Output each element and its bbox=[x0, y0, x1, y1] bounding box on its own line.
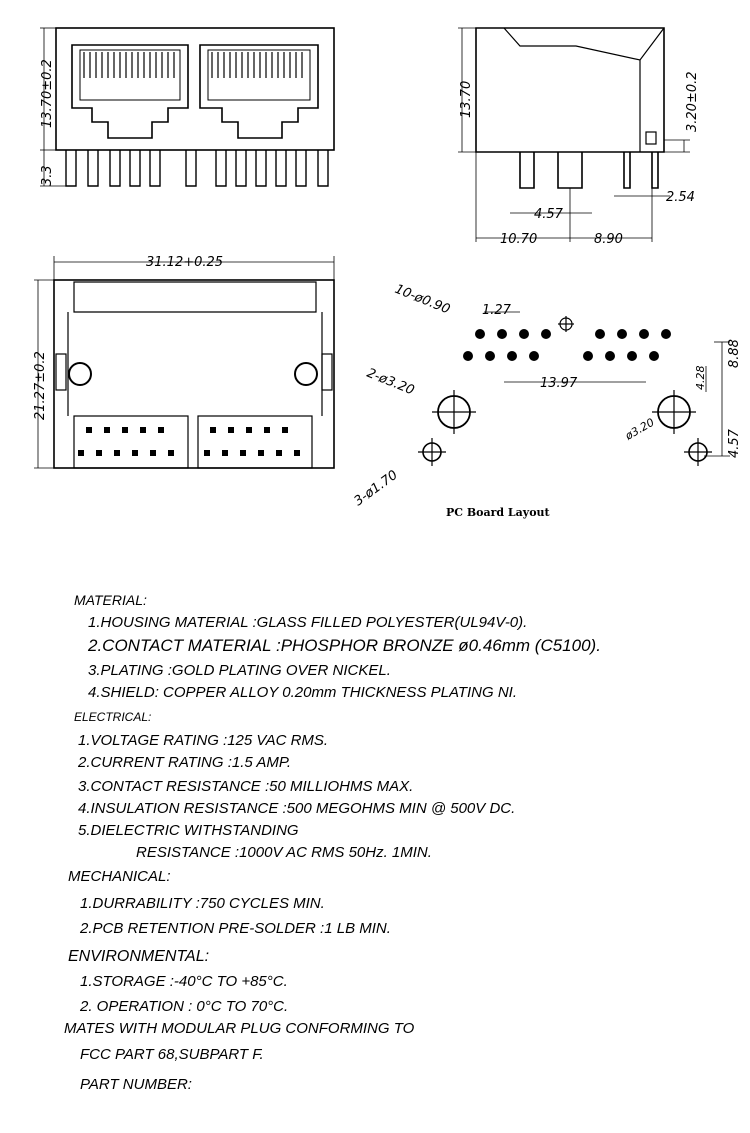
dim-side-b: 10.70 bbox=[500, 232, 537, 247]
front-view bbox=[40, 27, 335, 187]
spec-dielectric: 5.DIELECTRIC WITHSTANDING bbox=[78, 822, 299, 839]
spec-voltage: 1.VOLTAGE RATING :125 VAC RMS. bbox=[78, 732, 329, 749]
heading-electrical: ELECTRICAL: bbox=[74, 710, 152, 724]
spec-insulation: 4.INSULATION RESISTANCE :500 MEGOHMS MIN… bbox=[78, 800, 516, 817]
pcb-layout bbox=[418, 311, 730, 466]
dim-pcb-r: ø3.20 bbox=[622, 416, 656, 443]
dim-front-leg: 3.3 bbox=[40, 165, 55, 186]
dim-pcb-pitch: 1.27 bbox=[482, 303, 512, 318]
front-port-right bbox=[199, 44, 319, 139]
spec-retention: 2.PCB RETENTION PRE-SOLDER :1 LB MIN. bbox=[80, 920, 391, 937]
spec-contact-resistance: 3.CONTACT RESISTANCE :50 MILLIOHMS MAX. bbox=[78, 778, 414, 795]
dim-side-c: 8.90 bbox=[594, 232, 623, 247]
dim-pcb-span: 13.97 bbox=[540, 376, 578, 391]
dim-side-height: 13.70 bbox=[459, 81, 474, 118]
dim-side-pitch: 2.54 bbox=[666, 190, 695, 205]
spec-durability: 1.DURRABILITY :750 CYCLES MIN. bbox=[80, 895, 325, 912]
dim-side-a: 4.57 bbox=[534, 207, 564, 222]
dim-side-small: 3.20±0.2 bbox=[685, 71, 700, 132]
dim-top-width: 31.12+0.25 bbox=[146, 255, 223, 270]
dim-pcb-v2: 4.28 bbox=[694, 366, 707, 391]
technical-drawing: 13.70±0.2 3.3 13.70 3.20±0.2 2.54 4.57 1… bbox=[33, 27, 742, 519]
dim-top-height: 21.27±0.2 bbox=[33, 351, 48, 420]
front-legs bbox=[65, 150, 329, 187]
side-view bbox=[458, 27, 690, 242]
spec-current: 2.CURRENT RATING :1.5 AMP. bbox=[78, 754, 292, 771]
spec-shield: 4.SHIELD: COPPER ALLOY 0.20mm THICKNESS … bbox=[88, 684, 518, 701]
pcb-signal-holes bbox=[463, 329, 671, 361]
spec-contact-material: 2.CONTACT MATERIAL :PHOSPHOR BRONZE ø0.4… bbox=[88, 636, 601, 655]
spec-mates: MATES WITH MODULAR PLUG CONFORMING TO bbox=[64, 1020, 415, 1037]
spec-part-number: PART NUMBER: bbox=[80, 1076, 192, 1093]
spec-fcc: FCC PART 68,SUBPART F. bbox=[80, 1046, 264, 1063]
dim-pcb-led: 3-ø1.70 bbox=[352, 468, 401, 509]
spec-dielectric-resistance: RESISTANCE :1000V AC RMS 50Hz. 1MIN. bbox=[136, 844, 432, 861]
top-view bbox=[34, 256, 335, 469]
dim-pcb-v3: 4.57 bbox=[727, 428, 742, 458]
dim-front-height: 13.70±0.2 bbox=[40, 59, 55, 128]
spec-plating: 3.PLATING :GOLD PLATING OVER NICKEL. bbox=[88, 662, 391, 679]
front-housing bbox=[55, 27, 335, 151]
front-port-left bbox=[71, 44, 189, 139]
pcb-title: PC Board Layout bbox=[446, 506, 551, 519]
dim-pcb-mount: 2-ø3.20 bbox=[365, 366, 417, 399]
dim-pcb-v1: 8.88 bbox=[727, 339, 742, 368]
top-view-contacts bbox=[78, 427, 300, 456]
spec-operation: 2. OPERATION : 0°C TO 70°C. bbox=[80, 998, 289, 1015]
spec-housing: 1.HOUSING MATERIAL :GLASS FILLED POLYEST… bbox=[88, 614, 528, 631]
heading-environmental: ENVIRONMENTAL: bbox=[68, 948, 210, 965]
spec-storage: 1.STORAGE :-40°C TO +85°C. bbox=[80, 973, 288, 990]
heading-mechanical: MECHANICAL: bbox=[68, 868, 171, 885]
dim-pcb-small-holes: 10-ø0.90 bbox=[393, 282, 453, 318]
heading-material: MATERIAL: bbox=[74, 592, 147, 608]
